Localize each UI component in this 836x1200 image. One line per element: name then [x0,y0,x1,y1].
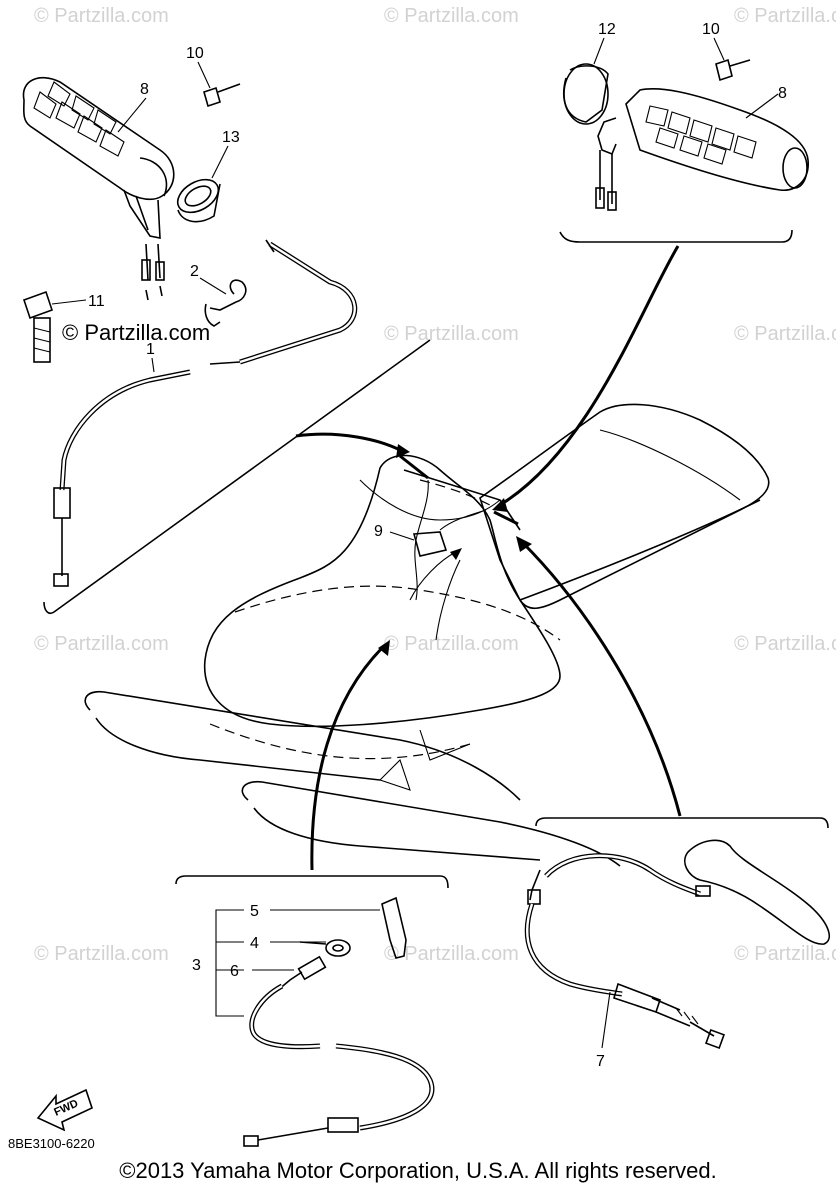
callout-3: 3 [192,957,201,974]
watermark: © Partzilla.com [734,5,836,27]
leader-10-left [197,61,211,89]
part-code: 8BE3100-6220 [8,1136,95,1151]
leader-11 [51,299,87,305]
choke-assembly [175,875,449,1147]
leader-8-left [117,97,147,133]
watermark: © Partzilla.com [384,5,519,27]
callout-8-right: 8 [778,85,787,102]
watermark: © Partzilla.com [34,5,169,27]
parts-diagram: © Partzilla.com © Partzilla.com © Partzi… [8,5,836,1151]
callout-6: 6 [230,963,239,980]
watermark: © Partzilla.com [34,633,169,655]
fwd-arrow-icon: FWD [36,1088,93,1132]
watermark: © Partzilla.com [384,943,519,965]
watermark: © Partzilla.com [734,633,836,655]
left-grip-assembly [22,76,431,615]
callout-1: 1 [146,341,155,358]
copyright-notice: ©2013 Yamaha Motor Corporation, U.S.A. A… [119,1158,717,1183]
brake-assembly [524,817,831,1049]
watermark: © Partzilla.com [734,323,836,345]
callout-13: 13 [222,129,240,146]
snowmobile [84,403,770,867]
leader-12 [593,37,605,65]
callout-9: 9 [374,523,383,540]
watermark: © Partzilla.com [734,943,836,965]
callout-12: 12 [598,21,616,38]
leader-10-right [713,37,725,61]
callout-11: 11 [88,293,105,310]
leader-2 [199,277,227,295]
callout-2: 2 [190,263,199,280]
callout-7: 7 [596,1053,605,1070]
watermark: © Partzilla.com [384,633,519,655]
leader-13 [211,145,229,179]
watermark: © Partzilla.com [34,943,169,965]
leader-1 [151,357,155,373]
callout-10-right: 10 [702,21,720,38]
leader-8-right [745,93,779,119]
callout-4: 4 [250,935,259,952]
watermark-dark: © Partzilla.com [62,320,210,345]
callout-5: 5 [250,903,259,920]
watermark: © Partzilla.com [384,323,519,345]
watermarks: © Partzilla.com © Partzilla.com © Partzi… [34,5,836,965]
callout-8-left: 8 [140,81,149,98]
leader-9 [389,531,415,541]
callouts: 8 10 13 2 11 1 12 10 8 9 5 4 3 6 7 [51,21,787,1070]
right-grip-assembly [559,58,809,243]
leader-arrows [295,245,682,871]
callout-10-left: 10 [186,45,204,62]
